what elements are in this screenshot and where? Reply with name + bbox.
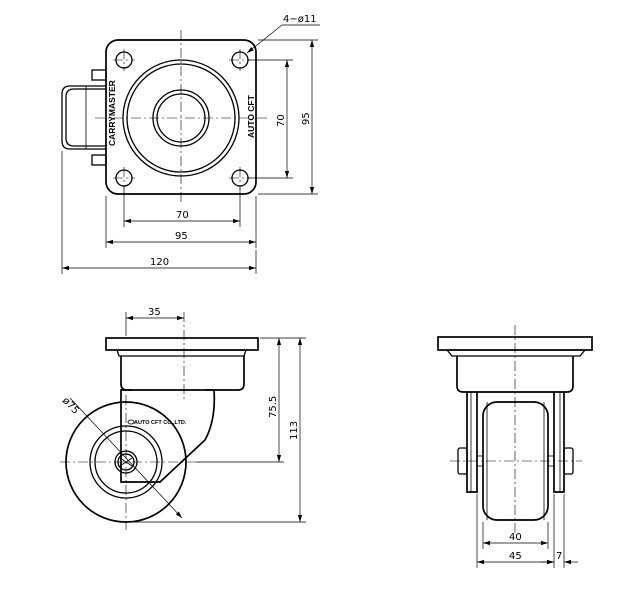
- mounting-holes: [113, 49, 251, 189]
- dim-bolt-width: 70: [123, 186, 241, 227]
- dim-plate-height: 95: [258, 39, 318, 195]
- right-brand-label: AUTO CFT: [246, 94, 256, 138]
- dim-overall-width-text: 120: [150, 257, 169, 268]
- dim-wheel-width: 40: [482, 522, 549, 549]
- dim-side-clearance: 7: [540, 494, 578, 568]
- front-view: 40 45 7: [437, 325, 593, 568]
- dim-bolt-height: 70: [248, 59, 293, 179]
- side-view: AUTO CFT CO.,LTD. ø75 35 75.5 113: [60, 307, 306, 530]
- dim-total-height: 113: [128, 338, 306, 523]
- side-top-plate: [105, 337, 259, 351]
- left-brand-label: CARRYMASTER: [107, 80, 117, 146]
- hole-spec-text: 4−ø11: [283, 14, 317, 25]
- top-view: CARRYMASTER AUTO CFT 4−ø11 70 95 70: [61, 14, 320, 274]
- dim-fork-width-text: 45: [509, 551, 522, 562]
- dim-total-height-text: 113: [289, 421, 300, 440]
- dim-plate-width: 95: [105, 196, 257, 248]
- dim-plate-width-text: 95: [175, 231, 188, 242]
- hole-callout: 4−ø11: [246, 14, 320, 54]
- dim-bolt-height-text: 70: [276, 114, 287, 127]
- dim-axle-height-text: 75.5: [268, 396, 279, 418]
- front-fork-legs: [466, 392, 565, 493]
- side-housing: [120, 356, 245, 391]
- dim-side-clearance-text: 7: [556, 551, 562, 562]
- fork-label: AUTO CFT CO.,LTD.: [134, 420, 187, 426]
- swivel-bracket: [61, 69, 107, 166]
- side-fork: [120, 389, 216, 483]
- dim-bolt-width-text: 70: [176, 210, 189, 221]
- dim-wheel-width-text: 40: [509, 532, 522, 543]
- dim-plate-height-text: 95: [301, 112, 312, 125]
- dim-fork-width: 45: [476, 494, 555, 568]
- dim-offset-text: 35: [148, 307, 161, 318]
- dim-wheel-dia-text: ø75: [60, 395, 81, 416]
- dim-offset: 35: [125, 307, 184, 336]
- dim-overall-width: 120: [61, 151, 257, 274]
